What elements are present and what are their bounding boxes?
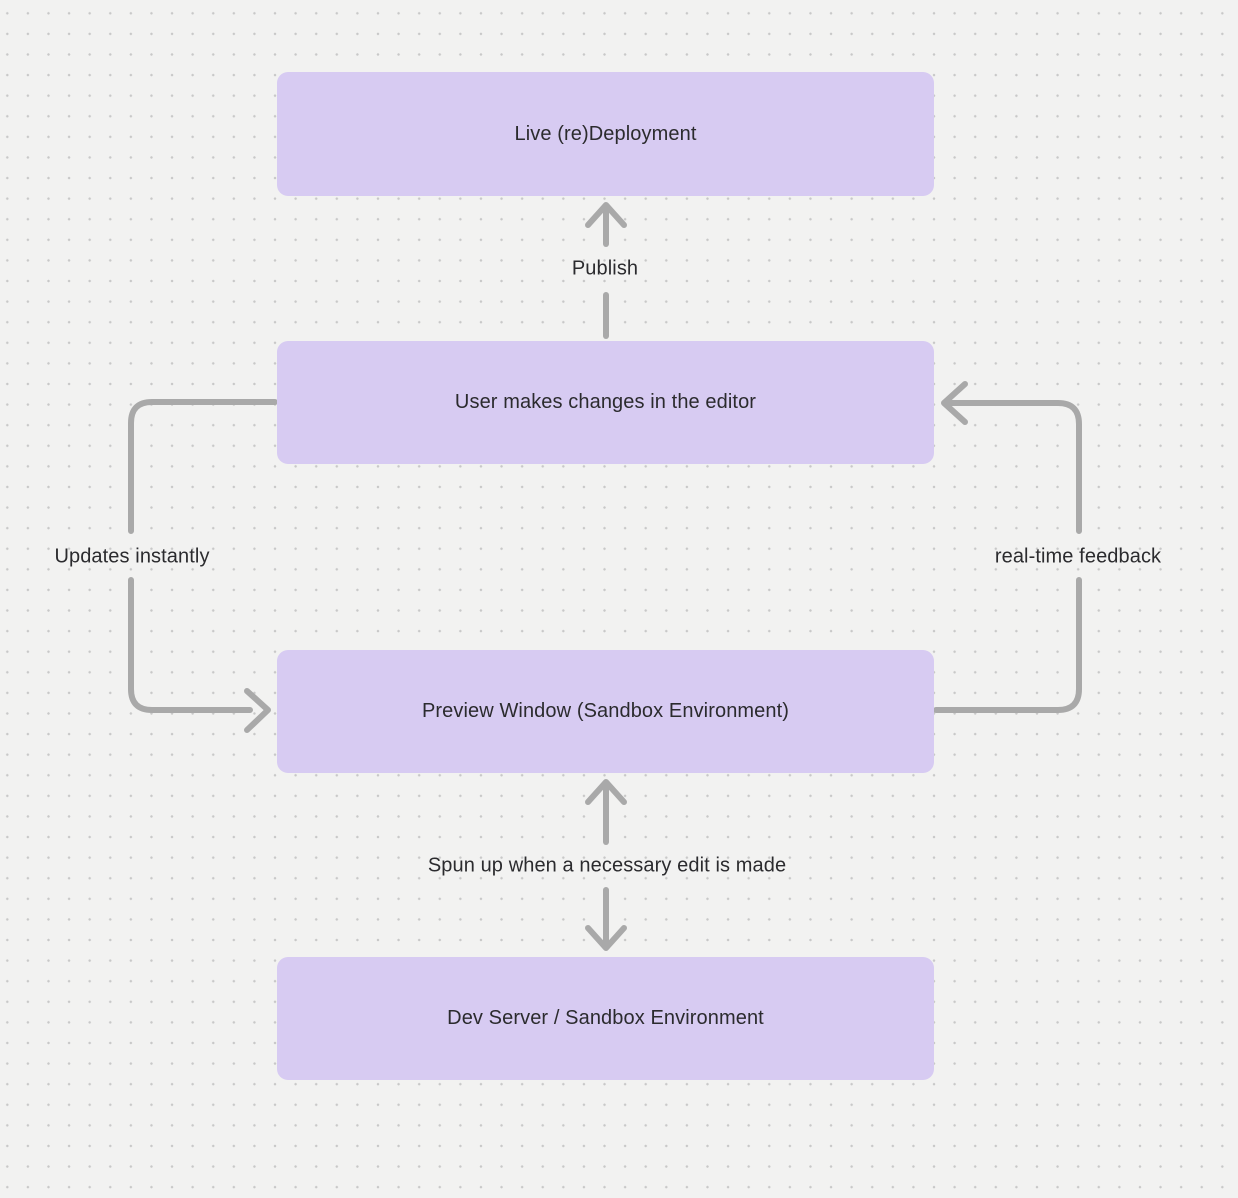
edge-label-real-time-feedback: real-time feedback <box>994 545 1162 568</box>
arrow-up-icon <box>585 779 627 805</box>
updates-segment-top <box>128 399 278 534</box>
node-label: User makes changes in the editor <box>454 391 757 413</box>
edge-label-updates-instantly: Updates instantly <box>54 545 210 568</box>
edge-label-spun-up: Spun up when a necessary edit is made <box>427 854 787 877</box>
node-preview-window[interactable]: Preview Window (Sandbox Environment) <box>277 650 934 773</box>
arrow-up-icon <box>585 202 627 228</box>
feedback-segment-bottom <box>933 577 1082 713</box>
arrow-right-icon <box>244 688 271 733</box>
arrow-left-icon <box>941 381 968 425</box>
node-label: Live (re)Deployment <box>514 122 697 145</box>
node-live-redeployment[interactable]: Live (re)Deployment <box>277 72 934 196</box>
node-label: Dev Server / Sandbox Environment <box>447 1007 764 1029</box>
node-dev-server[interactable]: Dev Server / Sandbox Environment <box>277 957 934 1080</box>
arrow-down-icon <box>585 925 627 951</box>
edge-label-publish: Publish <box>571 257 639 280</box>
node-user-editor[interactable]: User makes changes in the editor <box>277 341 934 464</box>
feedback-segment-top <box>943 400 1082 534</box>
node-label: Preview Window (Sandbox Environment) <box>421 700 790 722</box>
updates-segment-bottom <box>128 577 253 713</box>
